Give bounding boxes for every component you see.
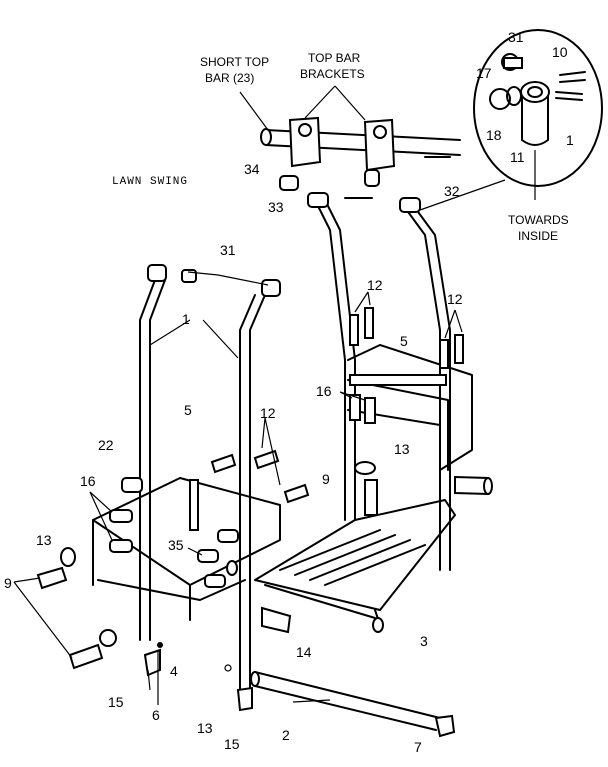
part-15-a: 15 — [108, 694, 124, 710]
part-34: 34 — [244, 161, 260, 177]
part-35: 35 — [168, 537, 184, 553]
part-13-right: 13 — [394, 441, 410, 457]
part-12-b: 12 — [447, 291, 463, 307]
part-22: 22 — [98, 437, 114, 453]
part-9-right: 9 — [322, 471, 330, 487]
part-2: 2 — [282, 727, 290, 743]
part-13-bottom: 13 — [197, 720, 213, 736]
part-3: 3 — [420, 633, 428, 649]
part-13-left: 13 — [36, 532, 52, 548]
part-31-inset: 31 — [508, 29, 524, 45]
cross-bar — [250, 606, 456, 738]
part-33: 33 — [268, 199, 284, 215]
part-31-left: 31 — [220, 242, 236, 258]
part-16-right: 16 — [316, 383, 332, 399]
label-short-top-bar-line1: SHORT TOP — [200, 55, 269, 69]
part-12-a: 12 — [367, 277, 383, 293]
label-towards-inside-line1: TOWARDS — [508, 213, 569, 227]
part-1-inset: 1 — [566, 132, 574, 148]
left-frame — [36, 264, 281, 712]
part-5-left: 5 — [184, 402, 192, 418]
leader-lines — [13, 85, 463, 705]
part-32: 32 — [444, 183, 460, 199]
part-7: 7 — [414, 739, 422, 755]
part-4: 4 — [170, 663, 178, 679]
part-1-left: 1 — [182, 311, 190, 327]
part-14: 14 — [296, 644, 312, 660]
part-17: 17 — [476, 65, 492, 81]
part-16-left: 16 — [80, 473, 96, 489]
label-towards-inside-line2: INSIDE — [518, 229, 558, 243]
part-12-c: 12 — [260, 405, 276, 421]
label-top-bar-brackets-line1: TOP BAR — [308, 51, 361, 65]
labels: SHORT TOP BAR (23) TOP BAR BRACKETS TOWA… — [4, 29, 574, 755]
label-short-top-bar-line2: BAR (23) — [205, 71, 254, 85]
part-9-left: 9 — [4, 575, 12, 591]
right-frame — [307, 192, 493, 571]
detail-inset — [473, 29, 603, 200]
diagram-title: LAWN SWING — [112, 176, 188, 188]
label-top-bar-brackets-line2: BRACKETS — [300, 67, 365, 81]
part-10: 10 — [552, 44, 568, 60]
part-11: 11 — [510, 149, 525, 165]
part-15-b: 15 — [224, 736, 240, 752]
seat — [254, 499, 456, 633]
part-5-right: 5 — [400, 333, 408, 349]
part-18: 18 — [486, 127, 502, 143]
bolts-12 — [210, 307, 464, 504]
top-bar-assembly — [260, 116, 506, 211]
part-6: 6 — [152, 707, 160, 723]
